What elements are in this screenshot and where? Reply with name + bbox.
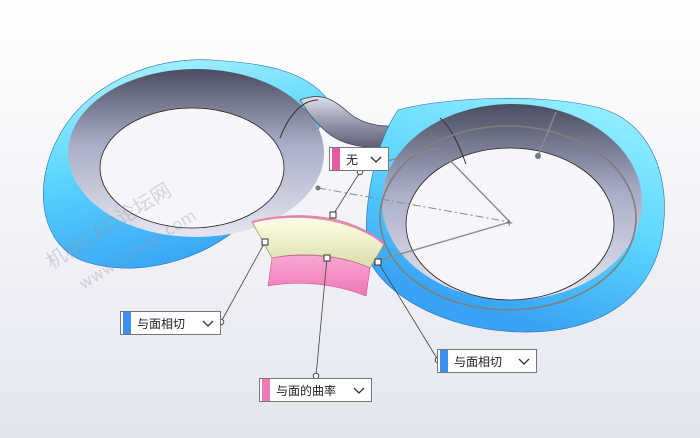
callout-left-label: 与面相切 <box>137 316 186 331</box>
callout-none-swatch <box>332 148 340 170</box>
construction-line-1 <box>437 147 511 223</box>
callout-curvature[interactable]: 与面的曲率 <box>259 378 372 402</box>
callout-curvature-label: 与面的曲率 <box>276 383 337 398</box>
pink-edge <box>251 215 385 245</box>
left-torus-hole <box>99 107 285 229</box>
callout-none[interactable]: 无 <box>329 147 389 171</box>
left-trim-line <box>279 99 319 139</box>
construction-line-3 <box>379 221 511 261</box>
origin-marker: + <box>505 218 513 229</box>
chevron-down-icon[interactable] <box>353 386 365 394</box>
callout-left-swatch <box>123 312 131 334</box>
point-marker-2 <box>535 153 541 159</box>
chevron-down-icon[interactable] <box>370 155 382 163</box>
construction-line-4 <box>537 111 557 157</box>
chevron-down-icon[interactable] <box>518 357 530 365</box>
callout-curvature-swatch <box>262 379 270 401</box>
chevron-down-icon[interactable] <box>202 319 214 327</box>
right-trim-line <box>439 117 467 165</box>
right-torus-hole <box>405 147 615 301</box>
construction-circle <box>379 125 637 311</box>
leader-lines <box>220 171 439 377</box>
callout-left-tangent[interactable]: 与面相切 <box>120 311 221 335</box>
callout-right-swatch <box>440 350 448 372</box>
callout-none-label: 无 <box>346 152 359 167</box>
point-marker <box>315 185 321 191</box>
handles[interactable] <box>261 211 382 266</box>
callout-right-label: 与面相切 <box>454 354 503 369</box>
centerline <box>317 187 511 223</box>
callout-right-tangent[interactable]: 与面相切 <box>437 349 537 373</box>
curvature-band[interactable] <box>267 254 371 297</box>
